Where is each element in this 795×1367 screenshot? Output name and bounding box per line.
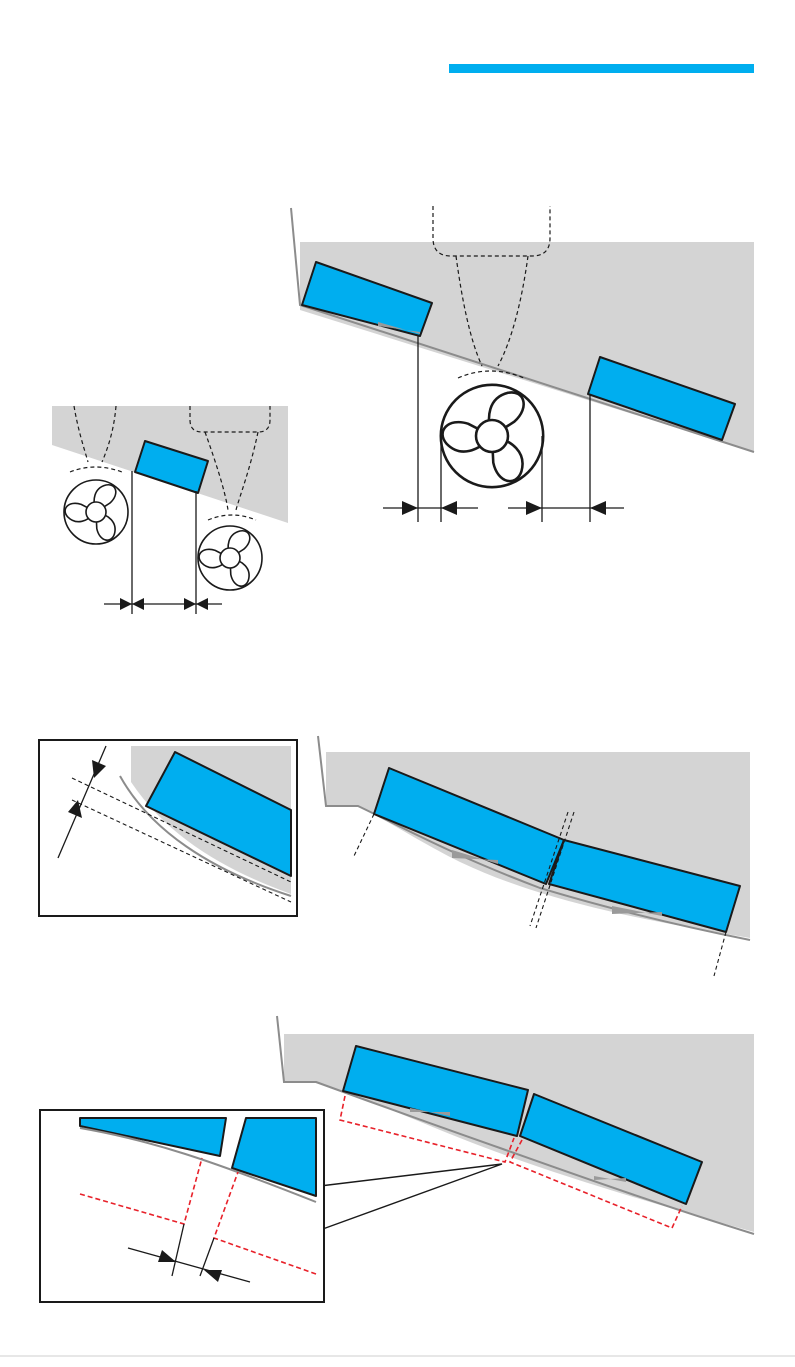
figure-hull-curvature-pair: [318, 736, 750, 976]
dimension-arrow-icon: [132, 598, 144, 610]
dimension-arrow-icon: [441, 501, 457, 515]
propeller-icon: [197, 526, 262, 590]
dimension-arrow-icon: [590, 501, 606, 515]
reference-line: [354, 814, 374, 856]
dimension-arrow-icon: [196, 598, 208, 610]
dimension-arrow-icon: [526, 501, 542, 515]
dimension-arrow-icon: [402, 501, 418, 515]
propeller-icon: [63, 480, 128, 544]
figure-propeller-clearance-large: [291, 206, 754, 522]
header-accent-bar: [449, 64, 754, 73]
figure-transducer-gap-inset: [39, 740, 297, 916]
figure-transducer-spacing: [40, 1016, 754, 1302]
dimension-arrow-icon: [120, 598, 132, 610]
callout-line: [320, 1164, 502, 1230]
propeller-icon: [438, 385, 543, 487]
dimension-arrow-icon: [184, 598, 196, 610]
reference-line: [714, 932, 726, 976]
figure-propeller-clearance-small: [52, 406, 288, 614]
